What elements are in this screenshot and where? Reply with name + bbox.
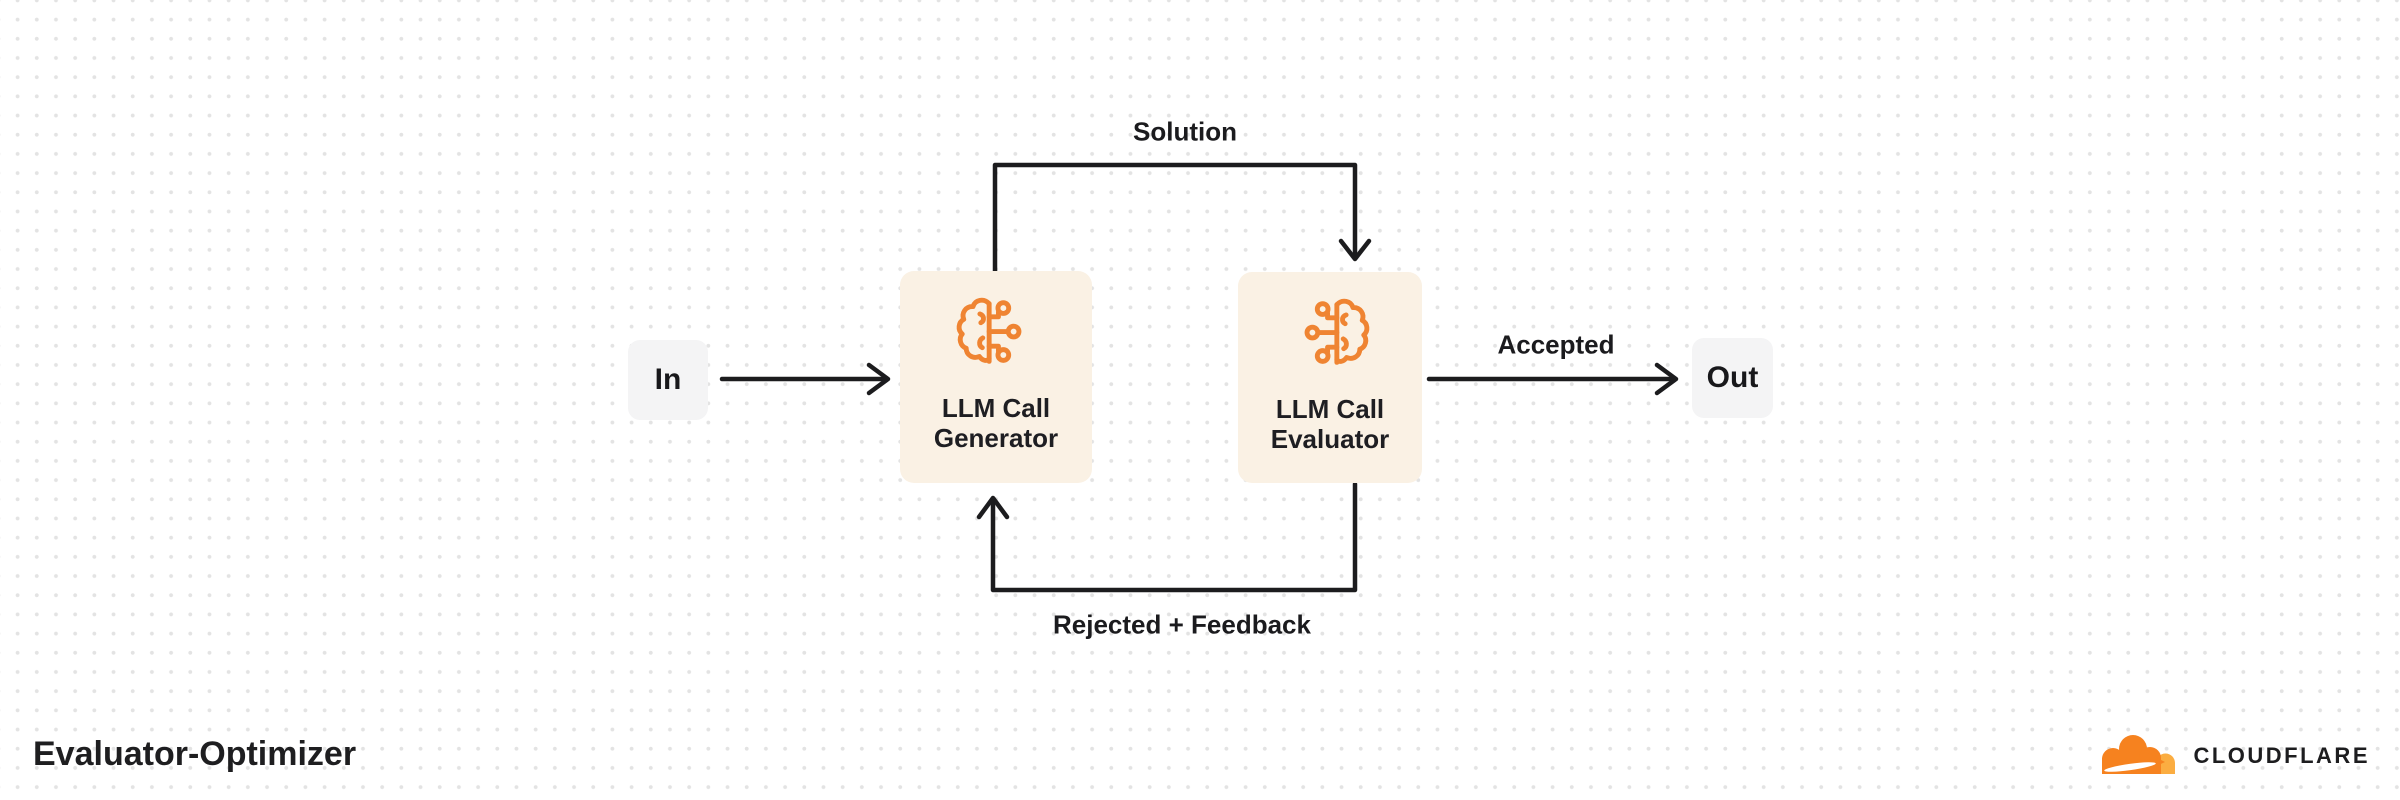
solution-edge-label: Solution [1133,116,1237,147]
generator-to-evaluator-arrow [992,162,1372,274]
output-node-label: Out [1706,361,1759,394]
input-node-label: In [654,363,682,396]
brain-circuit-icon-mirrored [1286,290,1374,378]
in-to-generator-arrow [719,362,891,396]
brain-circuit-icon [952,289,1040,377]
input-node: In [628,340,708,420]
cloudflare-wordmark: CLOUDFLARE [2193,743,2370,768]
cloudflare-cloud-logo [2102,735,2176,774]
evaluator-to-out-arrow [1426,362,1679,396]
output-node: Out [1692,338,1773,418]
accepted-edge-label: Accepted [1497,329,1615,360]
diagram-title: Evaluator-Optimizer [33,735,357,773]
evaluator-to-generator-arrow [976,481,1358,593]
rejected-feedback-edge-label: Rejected + Feedback [1053,609,1311,640]
cloudflare-brand: CLOUDFLARE [2093,732,2370,774]
